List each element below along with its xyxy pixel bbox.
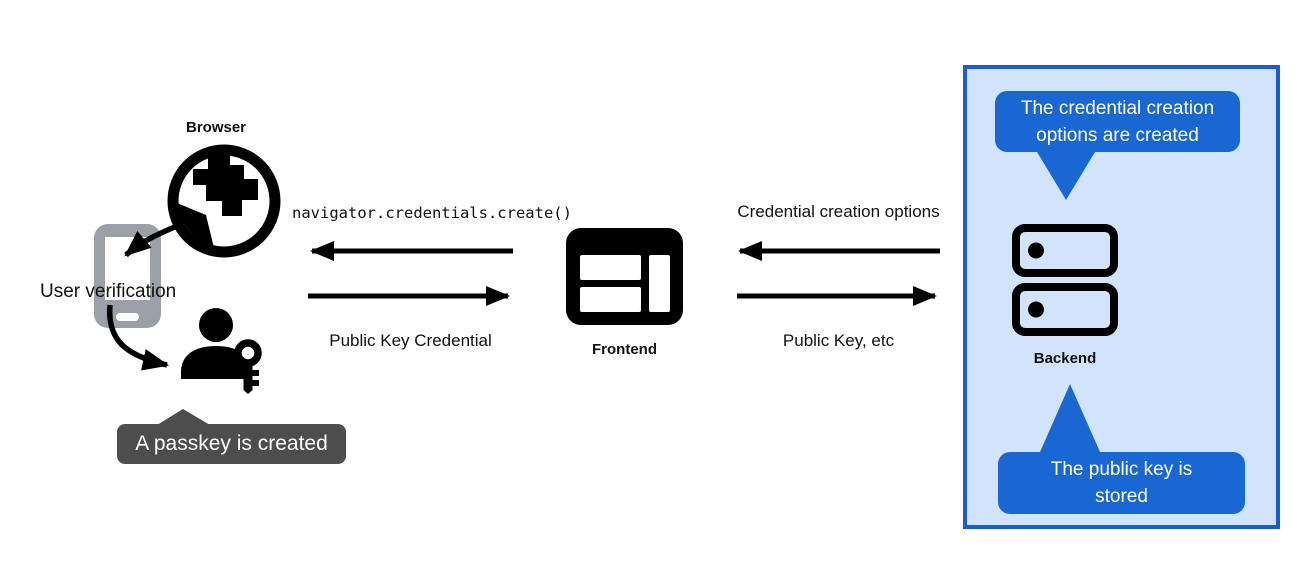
passkey-created-tooltip: A passkey is created [117,409,346,464]
options-created-tooltip: The credential creation options are crea… [995,91,1240,152]
create-call-label: navigator.credentials.create() [292,204,572,222]
key-stored-text: The public key is stored [1050,459,1193,507]
credential-creation-options-label: Credential creation options [737,202,940,221]
public-key-etc-label: Public Key, etc [782,331,895,350]
backend-box: The credential creation options are crea… [963,65,1280,529]
browser-window-icon [566,228,683,325]
server-icon [1012,224,1118,336]
passkey-created-text: A passkey is created [135,432,328,455]
tooltip-pointer [157,409,210,425]
frontend-label: Frontend [592,341,657,358]
phone-icon [94,224,161,328]
public-key-credential-label: Public Key Credential [329,331,492,350]
tooltip-pointer [1040,384,1100,452]
tooltip-pointer [1037,152,1095,200]
person-key-icon [181,308,262,394]
backend-label: Backend [1033,350,1097,367]
key-stored-tooltip: The public key is stored [998,452,1245,514]
browser-label: Browser [185,119,247,136]
globe-icon [167,144,281,258]
user-verification-label: User verification [40,281,177,302]
options-created-text: The credential creation options are crea… [1020,97,1215,146]
